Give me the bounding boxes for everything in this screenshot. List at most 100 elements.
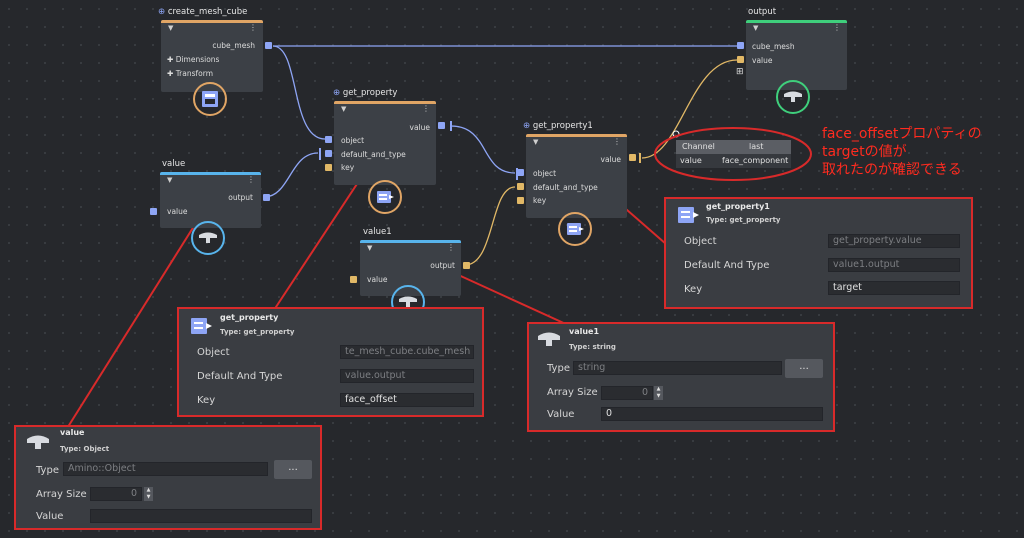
panel-title: get_property xyxy=(220,313,279,322)
panel-type: Type: get_property xyxy=(706,216,781,224)
port-in-value[interactable] xyxy=(350,276,357,283)
field-label-type: Type xyxy=(36,465,59,476)
collapse-icon[interactable]: ▼ xyxy=(168,24,174,32)
field-label-object: Object xyxy=(197,347,230,358)
port-in-value[interactable] xyxy=(737,56,744,63)
port-label-output: output xyxy=(228,193,253,202)
port-label-value: value xyxy=(367,275,388,284)
node-menu-icon[interactable]: ⋮ xyxy=(613,137,621,146)
port-out-value[interactable] xyxy=(438,122,445,129)
compound-node-icon xyxy=(558,212,592,246)
node-value[interactable]: ▼ ⋮ output value xyxy=(160,172,261,228)
field-label-default-and-type: Default And Type xyxy=(197,371,283,382)
port-label-cube-mesh: cube_mesh xyxy=(752,42,795,51)
field-label-key: Key xyxy=(197,395,216,406)
port-label-output: output xyxy=(430,261,455,270)
value-node-icon xyxy=(191,221,225,255)
add-port-icon[interactable]: ⊞ xyxy=(736,67,744,77)
port-label-object: object xyxy=(341,136,365,145)
port-label-object: object xyxy=(533,169,557,178)
collapse-icon[interactable]: ▼ xyxy=(341,105,347,113)
wire-value1-to-get-property1 xyxy=(464,186,516,266)
type-field[interactable]: string xyxy=(573,361,782,375)
field-label-type: Type xyxy=(547,363,570,374)
node-get-property1[interactable]: ▼⋮ value object default_and_type key xyxy=(526,134,627,218)
node-output[interactable]: ▼ ⋮ cube_mesh value xyxy=(746,20,847,90)
group-transform[interactable]: ✚ Transform xyxy=(167,69,213,78)
browse-button[interactable]: ... xyxy=(785,359,823,378)
compound-node-icon xyxy=(193,82,227,116)
panel-type: Type: string xyxy=(569,343,616,351)
node-title-get-property1: ⊕ get_property1 xyxy=(523,121,593,131)
annotation-ellipse xyxy=(654,127,812,181)
array-size-stepper[interactable]: ▲▼ xyxy=(654,386,663,400)
port-label-key: key xyxy=(341,163,355,172)
port-label-value: value xyxy=(600,155,622,164)
field-label-value: Value xyxy=(547,409,575,420)
port-in-cube-mesh[interactable] xyxy=(737,42,744,49)
value-node-icon xyxy=(538,332,560,346)
port-out-output[interactable] xyxy=(263,194,270,201)
port-out-cube-mesh[interactable] xyxy=(265,42,272,49)
node-title-output: output xyxy=(748,7,777,17)
channel-table-row: value face_component xyxy=(676,154,791,168)
port-in-key[interactable] xyxy=(517,197,524,204)
port-label-value: value xyxy=(752,56,773,65)
port-in-default-and-type[interactable] xyxy=(325,150,332,157)
annotation-text: face_offsetプロパティの targetの値が 取れたのが確認できる xyxy=(822,126,982,178)
array-size-field[interactable]: 0 xyxy=(90,487,142,501)
panel-title: get_property1 xyxy=(706,202,770,211)
port-in-key[interactable] xyxy=(325,164,332,171)
node-create-mesh-cube[interactable]: ▼⋮ cube_mesh ✚ Dimensions ✚ Transform xyxy=(161,20,263,92)
port-in-object[interactable] xyxy=(325,136,332,143)
channel-header-col2: last xyxy=(749,142,764,151)
browse-button[interactable]: ... xyxy=(274,460,312,479)
port-label-key: key xyxy=(533,196,547,205)
field-default-and-type[interactable]: value1.output xyxy=(828,258,960,272)
node-menu-icon[interactable]: ⋮ xyxy=(422,104,430,113)
group-dimensions[interactable]: ✚ Dimensions xyxy=(167,55,220,64)
panel-value1: value1 Type: string Type string ... Arra… xyxy=(527,322,835,432)
collapse-icon[interactable]: ▼ xyxy=(753,24,759,32)
field-object[interactable]: get_property.value xyxy=(828,234,960,248)
expand-icon: ✚ xyxy=(167,55,174,64)
type-field[interactable]: Amino::Object xyxy=(63,462,268,476)
port-in-object[interactable] xyxy=(517,169,524,176)
field-default-and-type[interactable]: value.output xyxy=(340,369,474,383)
port-in-default-and-type[interactable] xyxy=(517,183,524,190)
output-node-icon xyxy=(776,80,810,114)
field-label-default-and-type: Default And Type xyxy=(684,260,770,271)
node-get-property[interactable]: ▼⋮ value object default_and_type key xyxy=(334,101,436,185)
port-label-value: value xyxy=(409,123,431,132)
compound-node-icon xyxy=(368,180,402,214)
panel-type: Type: Object xyxy=(60,445,110,453)
port-in-value[interactable] xyxy=(150,208,157,215)
node-menu-icon[interactable]: ⋮ xyxy=(447,243,455,252)
field-label-array-size: Array Size xyxy=(36,489,87,500)
node-menu-icon[interactable]: ⋮ xyxy=(249,23,257,32)
leader-value xyxy=(65,206,207,431)
collapse-icon[interactable]: ▼ xyxy=(167,176,173,184)
wire-value-to-get-property xyxy=(263,152,319,198)
array-size-field[interactable]: 0 xyxy=(601,386,653,400)
field-key[interactable]: face_offset xyxy=(340,393,474,407)
node-menu-icon[interactable]: ⋮ xyxy=(833,23,841,32)
array-size-stepper[interactable]: ▲▼ xyxy=(144,487,153,501)
node-menu-icon[interactable]: ⋮ xyxy=(247,175,255,184)
collapse-icon[interactable]: ▼ xyxy=(533,138,539,146)
value-node-icon xyxy=(27,435,49,449)
wire-cube-mesh-to-get-property xyxy=(272,45,326,140)
port-out-output[interactable] xyxy=(463,262,470,269)
port-out-value[interactable] xyxy=(629,154,636,161)
field-key[interactable]: target xyxy=(828,281,960,295)
expand-icon: ✚ xyxy=(167,69,174,78)
port-label-value: value xyxy=(167,207,188,216)
field-label-array-size: Array Size xyxy=(547,387,598,398)
panel-title: value1 xyxy=(569,327,600,336)
channel-table: Channel last value face_component xyxy=(676,140,791,168)
value-field[interactable]: 0 xyxy=(601,407,823,421)
field-object[interactable]: te_mesh_cube.cube_mesh xyxy=(340,345,474,359)
channel-header-col1: Channel xyxy=(682,142,715,151)
collapse-icon[interactable]: ▼ xyxy=(367,244,373,252)
value-field[interactable] xyxy=(90,509,312,523)
